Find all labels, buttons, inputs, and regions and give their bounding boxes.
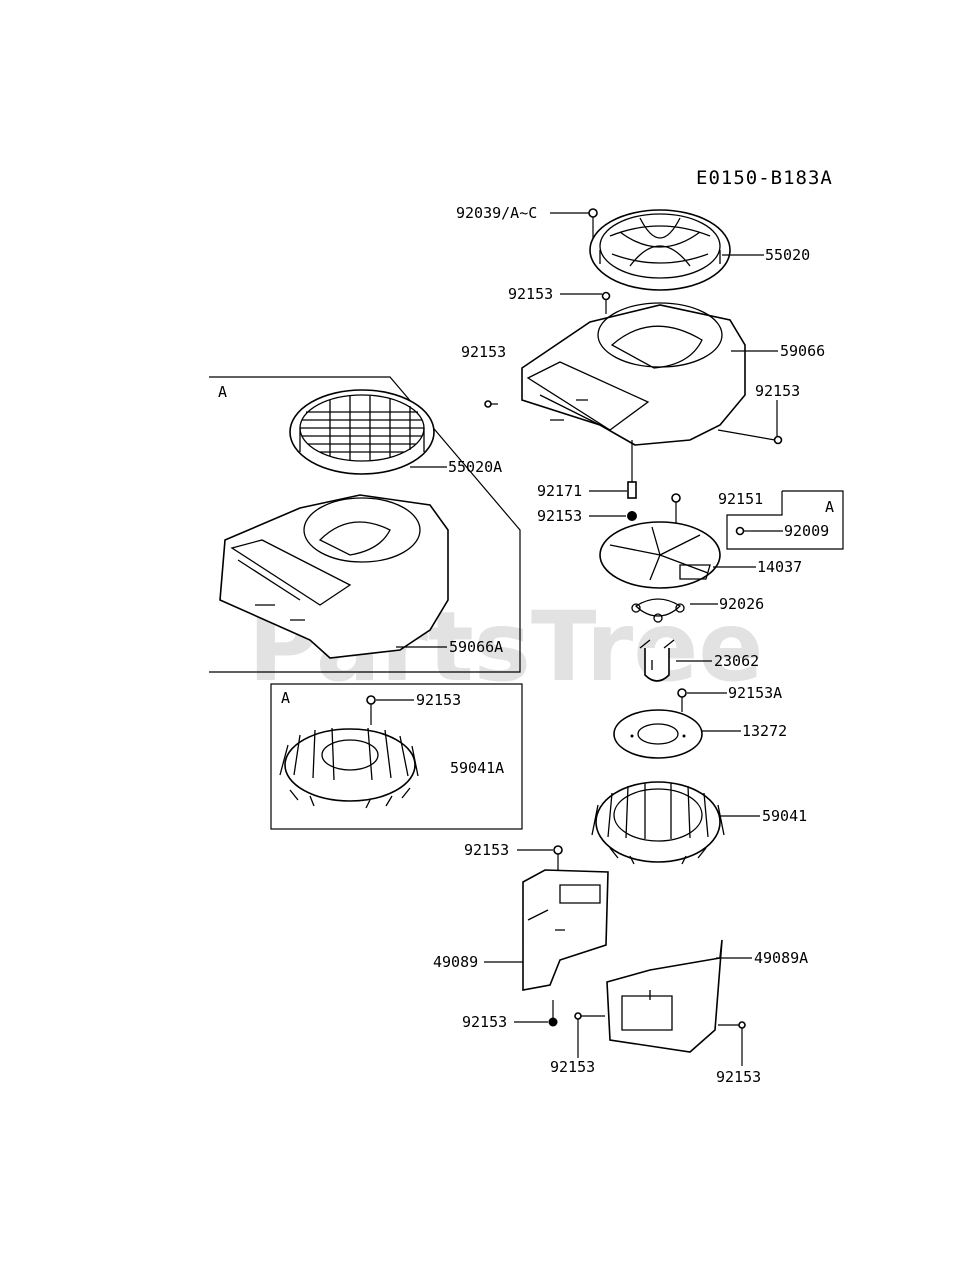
label-92153-h: 92153 <box>550 1058 595 1076</box>
label-92039: 92039/A~C <box>456 204 537 222</box>
bolt-icon <box>553 845 563 870</box>
label-92171: 92171 <box>537 482 582 500</box>
bolt-icon <box>601 291 611 314</box>
bracket-23062 <box>639 639 675 682</box>
label-59041A: 59041A <box>450 759 504 777</box>
diagram-code: E0150-B183A <box>696 167 833 189</box>
inset-a2-frame <box>270 683 523 830</box>
nut-icon <box>627 511 637 521</box>
label-14037: 14037 <box>757 558 802 576</box>
label-59041: 59041 <box>762 807 807 825</box>
label-92153-d: 92153 <box>537 507 582 525</box>
baffle-49089A <box>606 939 723 1053</box>
inset-a3-label: A <box>825 498 834 516</box>
inset-a-screw: A 92009 92151 <box>718 490 844 550</box>
inset-a-shroud: A 55020A 59066A <box>209 376 521 673</box>
bolt-icon <box>366 695 376 725</box>
label-92153-f: 92153 <box>464 841 509 859</box>
label-92151: 92151 <box>718 490 763 508</box>
spacer-92171 <box>627 440 637 499</box>
inset-a2-label: A <box>281 689 290 707</box>
clip-92026 <box>631 598 685 623</box>
inset-a-flywheel: A 92153 59041A <box>270 683 523 830</box>
plate-13272 <box>613 709 703 759</box>
label-92153-g: 92153 <box>462 1013 507 1031</box>
screw-icon <box>735 526 752 536</box>
label-49089A: 49089A <box>754 949 808 967</box>
label-92153-a: 92153 <box>508 285 553 303</box>
screen-14037 <box>599 521 721 589</box>
bolt-icon <box>548 1000 558 1027</box>
label-92153-c: 92153 <box>755 382 800 400</box>
flywheel-59041 <box>591 781 725 865</box>
inset-a-label: A <box>218 383 227 401</box>
label-23062: 23062 <box>714 652 759 670</box>
bolt-icon <box>773 435 783 445</box>
bolt-icon <box>484 400 498 408</box>
label-92153-e: 92153 <box>416 691 461 709</box>
grill-55020A <box>289 389 435 475</box>
label-49089: 49089 <box>433 953 478 971</box>
shroud-59066 <box>521 302 746 446</box>
label-92153-i: 92153 <box>716 1068 761 1086</box>
label-59066: 59066 <box>780 342 825 360</box>
label-55020: 55020 <box>765 246 810 264</box>
screw-icon <box>718 1021 746 1029</box>
label-59066A: 59066A <box>449 638 503 656</box>
label-92009: 92009 <box>784 522 829 540</box>
label-92026: 92026 <box>719 595 764 613</box>
label-92153A: 92153A <box>728 684 782 702</box>
shroud-59066A <box>219 494 449 659</box>
label-92153-b: 92153 <box>461 343 506 361</box>
screw-icon <box>677 688 687 712</box>
label-55020A: 55020A <box>448 458 502 476</box>
flywheel-59041A <box>279 727 419 809</box>
screw-icon <box>574 1012 605 1020</box>
grill-55020 <box>589 209 731 291</box>
baffle-49089 <box>522 869 609 991</box>
inset-a-frame <box>209 376 521 673</box>
label-13272: 13272 <box>742 722 787 740</box>
